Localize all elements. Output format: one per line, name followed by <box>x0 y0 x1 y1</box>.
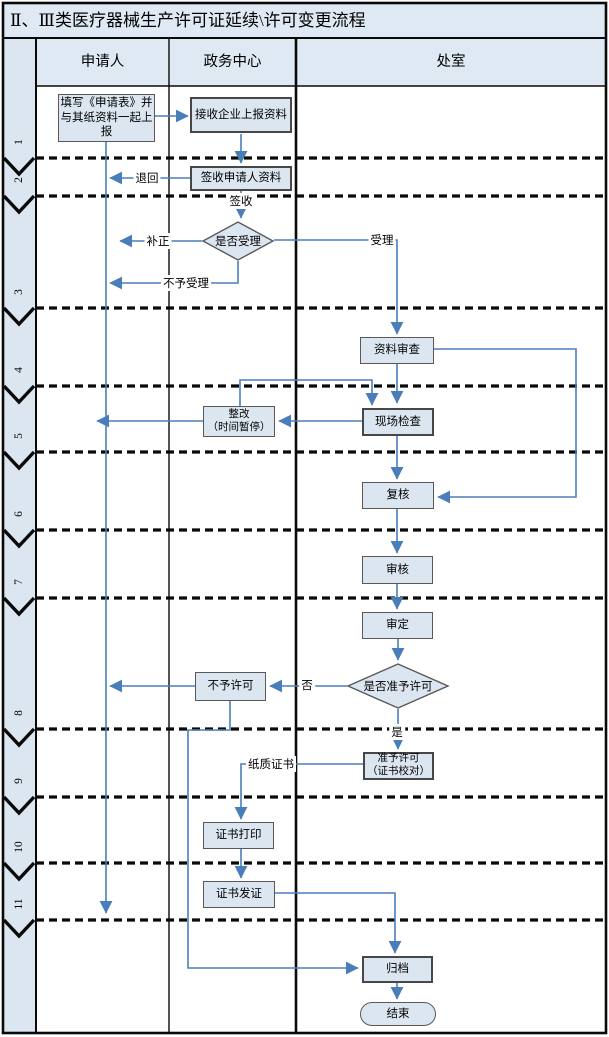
header-row-background <box>36 38 606 86</box>
step-chevron <box>2 795 36 816</box>
node-rectify: 整改 （时间暂停） <box>203 406 275 437</box>
decision-license-label: 是否准予许可 <box>363 681 433 693</box>
step-number-1: 1 <box>13 139 25 145</box>
edge-label-return: 退回 <box>133 170 161 186</box>
step-chevron <box>2 861 36 882</box>
step-number-10: 10 <box>13 841 25 853</box>
node-onsite-inspection: 现场检查 <box>362 408 434 436</box>
decision-license-shape <box>346 663 450 709</box>
step-number-8: 8 <box>13 710 25 716</box>
column-header-department: 处室 <box>436 54 466 70</box>
node-fill-form: 填写《申请表》并与其纸资料一起上报 <box>58 94 155 142</box>
node-no-license: 不予许可 <box>195 672 266 701</box>
node-receive-materials: 接收企业上报资料 <box>190 97 292 133</box>
step-number-7: 7 <box>13 579 25 585</box>
node-data-review: 资料审查 <box>360 337 434 364</box>
step-number-9: 9 <box>13 778 25 784</box>
step-chevron <box>2 156 36 177</box>
node-recheck: 复核 <box>362 482 434 509</box>
decision-accept-shape <box>201 221 275 261</box>
step-chevron <box>2 528 36 549</box>
edge-label-no: 否 <box>299 677 315 693</box>
step-number-5: 5 <box>13 433 25 439</box>
step-number-6: 6 <box>13 511 25 517</box>
node-sign-receive: 签收申请人资料 <box>190 166 292 191</box>
node-archive: 归档 <box>362 956 433 983</box>
step-number-2: 2 <box>13 177 25 183</box>
edge-label-paper-certificate: 纸质证书 <box>246 756 296 772</box>
step-chevron <box>2 596 36 617</box>
node-end: 结束 <box>360 1002 436 1026</box>
node-issue-certificate: 证书发证 <box>203 881 275 908</box>
decision-accept-label: 是否受理 <box>215 236 261 248</box>
edge-label-correct: 补正 <box>144 233 172 249</box>
edge-label-accept: 受理 <box>368 232 396 248</box>
step-number-4: 4 <box>13 367 25 373</box>
step-number-3: 3 <box>13 289 25 295</box>
edge-label-yes: 是 <box>389 724 405 740</box>
step-chevron <box>2 450 36 471</box>
step-chevron <box>2 918 36 939</box>
step-chevron <box>2 194 36 215</box>
step-chevron <box>2 306 36 327</box>
step-number-11: 11 <box>13 898 25 910</box>
page-title: Ⅱ、Ⅲ类医疗器械生产许可证延续\许可变更流程 <box>3 3 606 38</box>
node-review: 审核 <box>362 556 433 584</box>
edge-label-sign: 签收 <box>227 193 255 209</box>
edge-label-not-accept: 不予受理 <box>161 275 211 291</box>
step-chevron <box>2 384 36 405</box>
node-approve: 审定 <box>362 612 433 639</box>
node-grant-license: 准予许可 （证书校对） <box>363 752 434 780</box>
step-chevron <box>2 727 36 748</box>
column-header-applicant: 申请人 <box>80 54 125 70</box>
column-header-service-center: 政务中心 <box>203 54 262 70</box>
node-print-certificate: 证书打印 <box>203 822 274 849</box>
